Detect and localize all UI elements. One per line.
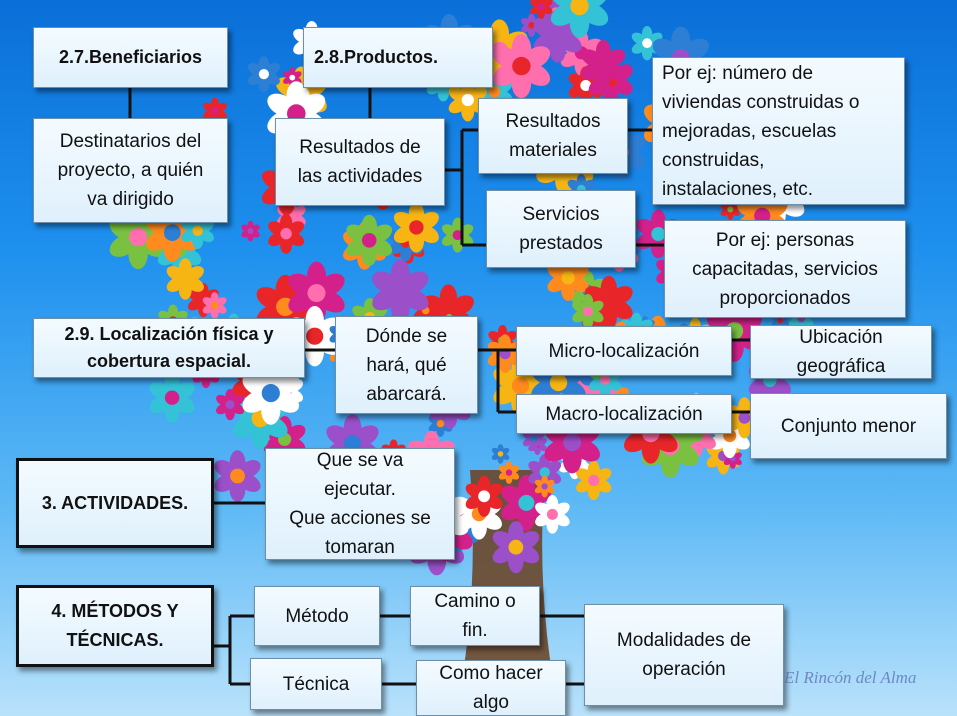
productos-title: 2.8.Productos. (303, 27, 493, 88)
metodo-box: Método (254, 586, 380, 646)
beneficiarios-description: Destinatarios del proyecto, a quién va d… (33, 118, 228, 223)
macro-localizacion: Macro-localización (516, 394, 732, 434)
tecnica-description: Como hacer algo (416, 660, 566, 716)
productos-services-example: Por ej: personas capacitadas, servicios … (664, 220, 906, 318)
productos-materials-example: Por ej: número de viviendas construidas … (652, 57, 905, 205)
beneficiarios-title: 2.7.Beneficiarios (33, 27, 228, 88)
productos-materials: Resultados materiales (478, 98, 628, 174)
watermark-logo: El Rincón del Alma (784, 668, 917, 687)
metodos-title: 4. MÉTODOS Y TÉCNICAS. (16, 585, 214, 667)
localizacion-description: Dónde se hará, qué abarcará. (335, 316, 478, 414)
actividades-title: 3. ACTIVIDADES. (16, 458, 214, 548)
metodo-description: Camino o fin. (410, 586, 540, 646)
macro-localizacion-description: Conjunto menor (750, 393, 947, 459)
actividades-description: Que se va ejecutar. Que acciones se toma… (265, 448, 455, 560)
productos-result: Resultados de las actividades (275, 118, 445, 206)
modalidades-operacion: Modalidades de operación (584, 604, 784, 706)
micro-localizacion-description: Ubicación geográfica (750, 325, 932, 379)
micro-localizacion: Micro-localización (516, 326, 732, 376)
localizacion-title: 2.9. Localización física y cobertura esp… (33, 318, 305, 378)
productos-services: Servicios prestados (486, 190, 636, 268)
tecnica-box: Técnica (250, 658, 382, 710)
